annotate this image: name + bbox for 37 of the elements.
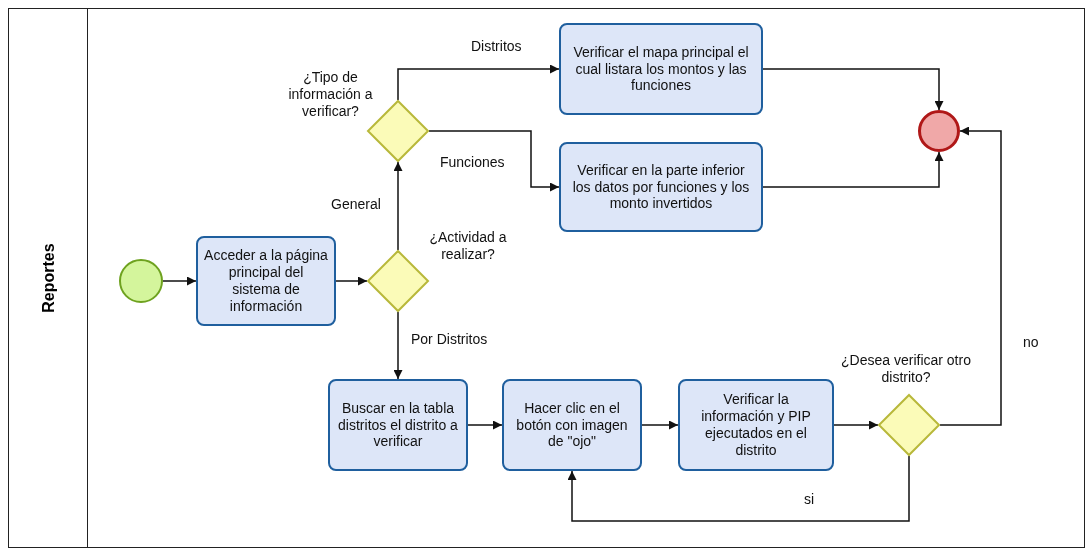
arrow: [833, 420, 879, 430]
arrow: [397, 64, 560, 101]
task-box: [559, 23, 763, 115]
arrow: [762, 68, 944, 111]
gateway-label: ¿Desea verificar otro distrito?: [840, 352, 972, 386]
edge-label: General: [329, 196, 383, 212]
arrow: [641, 420, 679, 430]
gateway-label: ¿Tipo de información a verificar?: [287, 69, 374, 120]
task-box: [328, 379, 468, 471]
task-label: Hacer clic en el botón con imagen de "ojo": [515, 399, 629, 451]
arrow: [393, 311, 403, 380]
arrow: [393, 161, 403, 251]
task-label: Verificar la información y PIP ejecutados en el distrito: [700, 391, 812, 459]
arrow: [939, 126, 1002, 426]
edge-label: Funciones: [438, 154, 507, 170]
arrow: [762, 151, 944, 188]
start-event-circle: [119, 259, 163, 303]
task-label: Acceder a la página principal del sistema de información: [204, 247, 328, 315]
task-box: [678, 379, 834, 471]
task-box: [196, 236, 336, 326]
edge-label: si: [802, 491, 817, 507]
swimlane: [8, 8, 1085, 548]
task-box: [502, 379, 642, 471]
end-event-circle: [918, 110, 960, 152]
edge-label: Distritos: [469, 38, 524, 54]
task-box: [559, 142, 763, 232]
arrow: [567, 455, 910, 522]
lane-label: Reportes: [40, 243, 58, 313]
arrow: [428, 130, 560, 192]
gateway-label: ¿Actividad a realizar?: [428, 229, 508, 263]
task-label: Buscar en la tabla distritos el distrito a verificar: [337, 399, 459, 451]
task-label: Verificar en la parte inferior los datos por funciones y los monto invertidos: [571, 161, 751, 213]
edge-label: Por Distritos: [409, 331, 490, 347]
arrow: [335, 276, 368, 286]
arrow: [467, 420, 503, 430]
task-label: Verificar el mapa principal el cual listara los montos y las funciones: [572, 43, 750, 95]
arrow: [162, 276, 197, 286]
